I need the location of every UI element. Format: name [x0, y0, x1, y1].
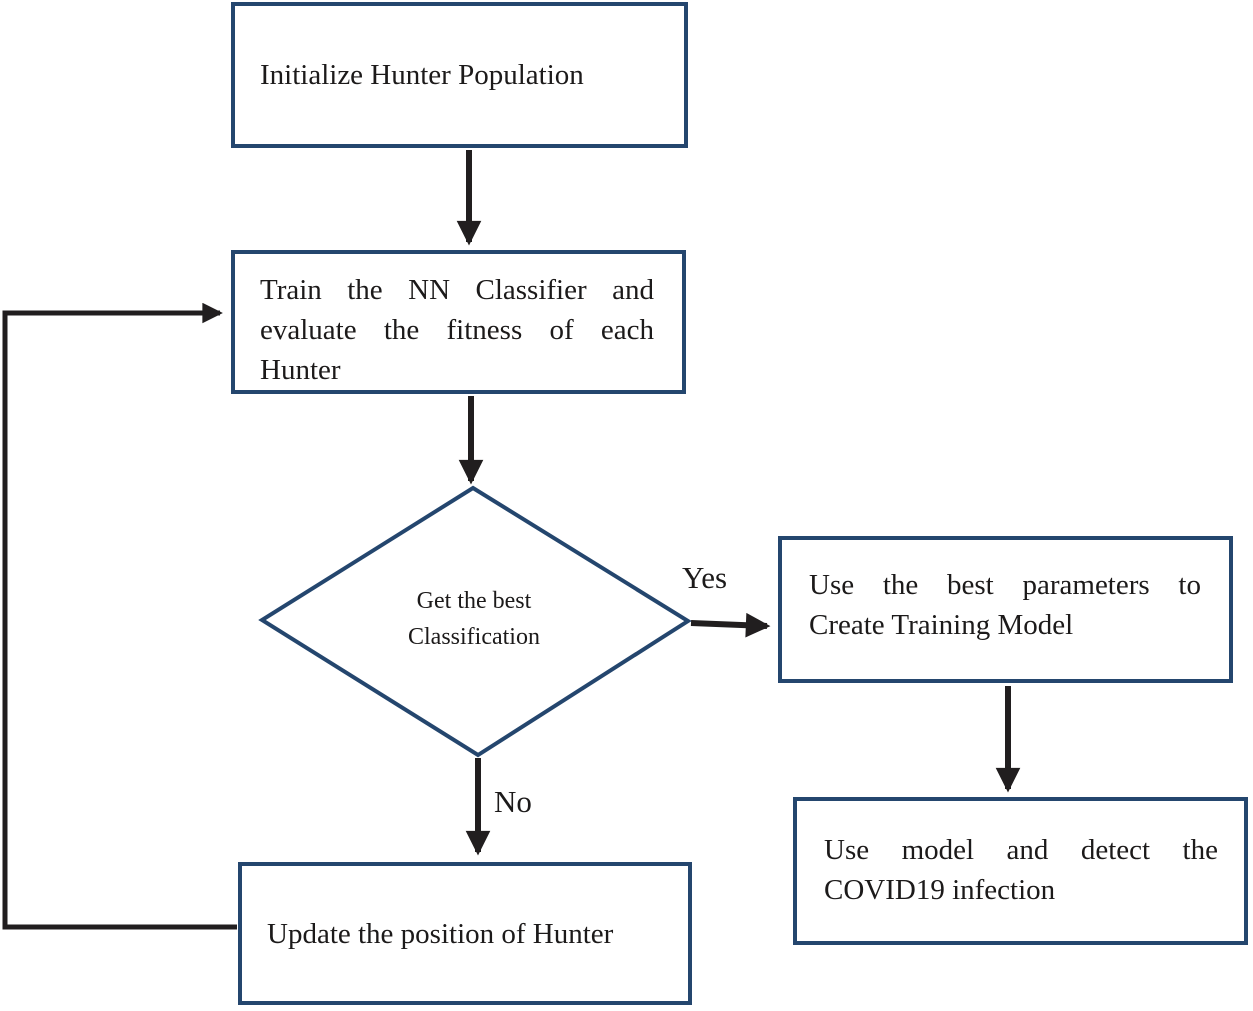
- edge-label-yes: Yes: [682, 560, 728, 595]
- node-decision-label-line1: Get the best: [416, 588, 532, 614]
- node-decision-label-line2: Classification: [408, 624, 540, 650]
- node-use-best-parameters: Use the best parameters to Create Traini…: [778, 536, 1233, 683]
- edge-label-no: No: [494, 784, 532, 819]
- edge-decision-to-params-yes: [690, 612, 771, 638]
- node-train-label-line2: evaluate the fitness of each: [260, 314, 654, 346]
- node-decision-label: Get the best Classification: [354, 583, 594, 655]
- node-train-label-line1: Train the NN Classifier and: [260, 274, 654, 306]
- edge-update-to-train-loop: [2, 302, 237, 930]
- node-model-label-line2: COVID19 infection: [824, 874, 1056, 906]
- node-params-label-line2: Create Training Model: [809, 609, 1074, 641]
- node-train-label-line3: Hunter: [260, 354, 341, 386]
- node-update-position: Update the position of Hunter: [238, 862, 692, 1005]
- node-use-model-detect: Use model and detect the COVID19 infecti…: [793, 797, 1248, 945]
- node-params-label-line1: Use the best parameters to: [809, 569, 1201, 601]
- node-initialize-population: Initialize Hunter Population: [231, 2, 688, 148]
- node-model-label-line1: Use model and detect the: [824, 834, 1218, 866]
- node-update-label: Update the position of Hunter: [267, 917, 614, 950]
- node-train-classifier: Train the NN Classifier and evaluate the…: [231, 250, 686, 394]
- node-decision-shape: [258, 485, 692, 758]
- node-initialize-label: Initialize Hunter Population: [260, 59, 584, 91]
